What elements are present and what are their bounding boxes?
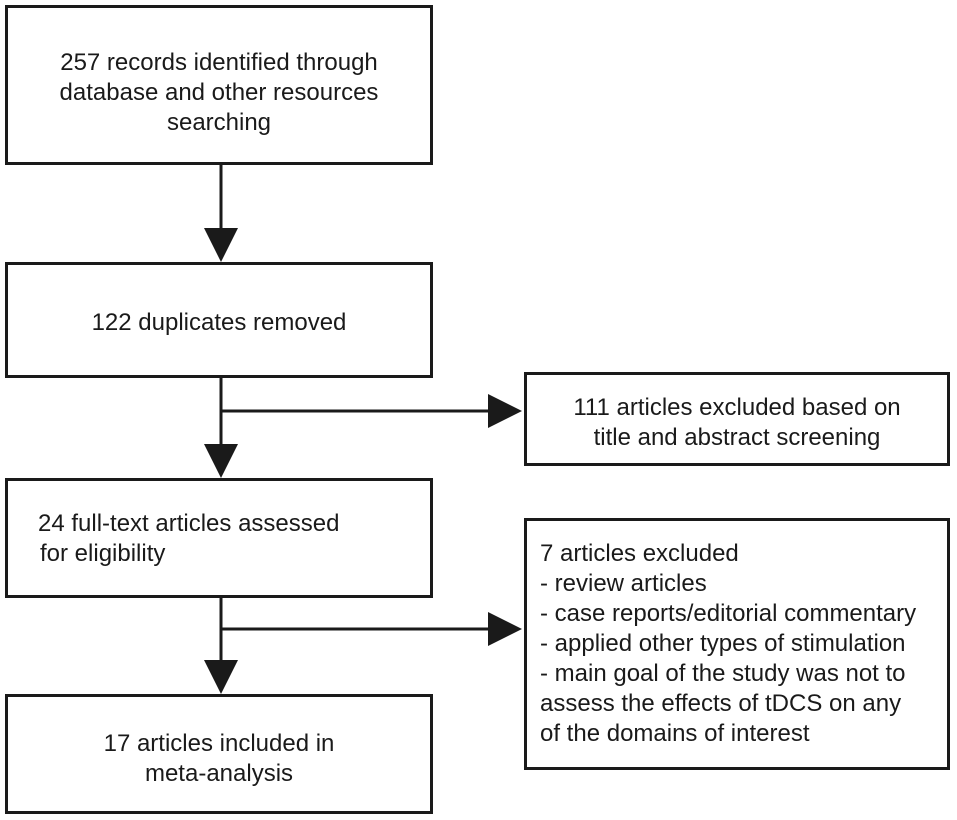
excluded7-line-3: - case reports/editorial commentary (540, 600, 917, 627)
excluded7-line-4: - applied other types of stimulation (540, 630, 906, 657)
identified-box: 257 records identified through database … (5, 5, 433, 165)
excluded7-line-1: 7 articles excluded (540, 540, 739, 567)
screening-line-2: title and abstract screening (593, 424, 881, 451)
screening-line-1: 111 articles excluded based on (573, 394, 901, 421)
arrow-identified-to-duplicates (204, 165, 238, 262)
included-box: 17 articles included in meta-analysis (5, 694, 433, 814)
screening-exclusion-box: 111 articles excluded based on title and… (524, 372, 950, 466)
excluded7-line-5: - main goal of the study was not to (540, 660, 906, 687)
duplicates-box: 122 duplicates removed (5, 262, 433, 378)
arrow-to-fulltext-exclusion (221, 612, 522, 646)
identified-line-2: database and other resources (59, 79, 379, 106)
included-line-2: meta-analysis (144, 760, 294, 787)
fulltext-line-1: 24 full-text articles assessed (38, 510, 340, 537)
arrow-to-screening-exclusion (221, 394, 522, 428)
arrow-fulltext-to-included (204, 598, 238, 694)
arrow-duplicates-to-fulltext (204, 378, 238, 478)
excluded7-line-2: - review articles (540, 570, 707, 597)
identified-line-1: 257 records identified through (60, 49, 378, 76)
included-line-1: 17 articles included in (103, 730, 335, 757)
excluded7-line-6: assess the effects of tDCS on any (540, 690, 902, 717)
fulltext-exclusion-box: 7 articles excluded - review articles - … (524, 518, 950, 770)
duplicates-line-1: 122 duplicates removed (91, 309, 347, 336)
fulltext-box: 24 full-text articles assessed for eligi… (5, 478, 433, 598)
fulltext-line-2: for eligibility (40, 540, 166, 567)
identified-line-3: searching (166, 109, 272, 136)
excluded7-line-7: of the domains of interest (540, 720, 810, 747)
